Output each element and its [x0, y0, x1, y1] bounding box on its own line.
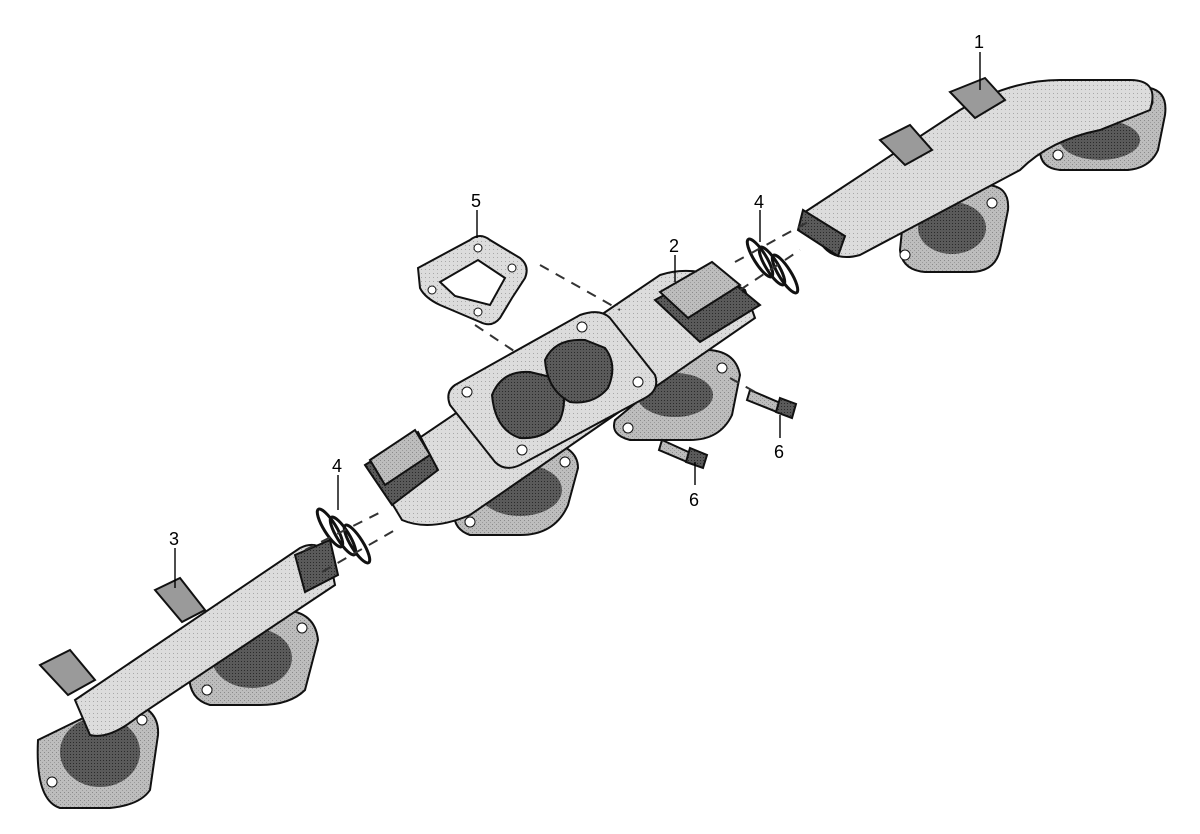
part-5-gasket — [416, 235, 528, 326]
callout-1: 1 — [974, 32, 984, 52]
part-1-right-manifold — [796, 76, 1167, 273]
callout-4-right: 4 — [754, 192, 764, 212]
callout-4-left: 4 — [332, 456, 342, 476]
callout-6-lower: 6 — [689, 490, 699, 510]
part-3-left-manifold — [36, 538, 340, 809]
callout-5: 5 — [471, 191, 481, 211]
callout-leaders — [174, 52, 981, 588]
part-6-bolt-lower — [657, 438, 709, 470]
assembly-lines — [304, 221, 809, 573]
part-6-bolt-upper — [745, 388, 798, 420]
part-4-seal-rings-left — [315, 507, 372, 565]
callout-2: 2 — [669, 236, 679, 256]
callout-6-upper: 6 — [774, 442, 784, 462]
callout-labels: 1 2 3 4 4 5 6 6 — [169, 32, 984, 549]
callout-3: 3 — [169, 529, 179, 549]
part-4-seal-rings-right — [745, 237, 800, 295]
part-2-center-manifold — [363, 260, 762, 536]
